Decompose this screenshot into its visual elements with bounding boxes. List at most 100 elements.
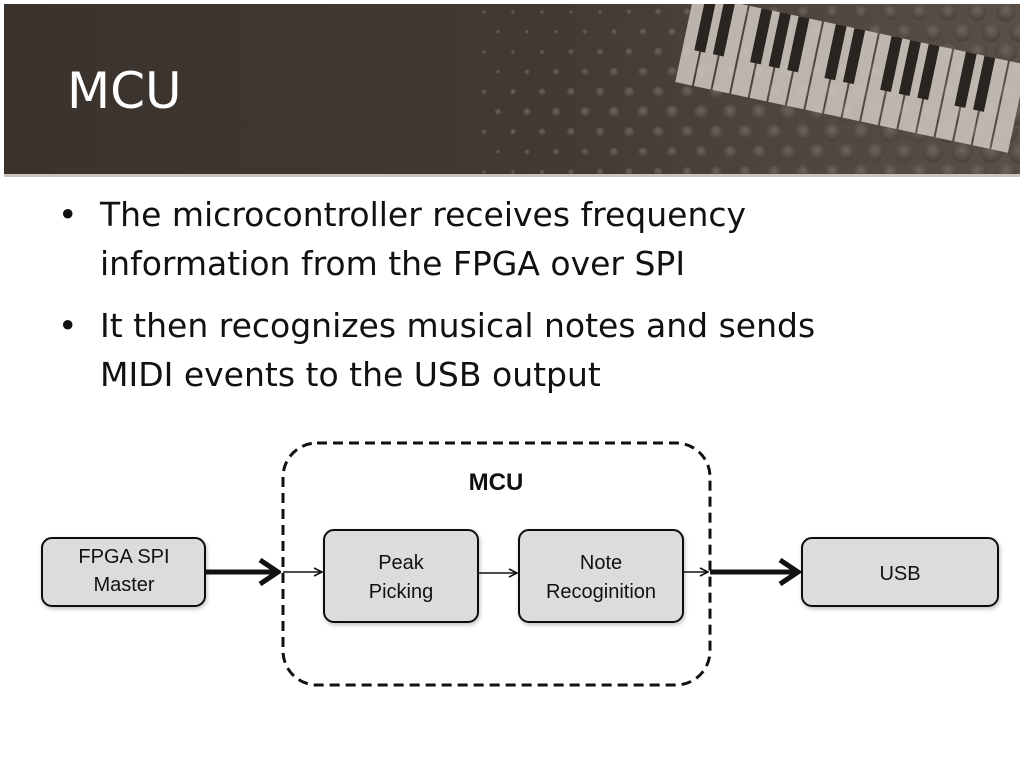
decorative-dot xyxy=(482,50,486,54)
node-label: Note xyxy=(580,552,622,574)
decorative-dot xyxy=(780,144,796,160)
decorative-dot xyxy=(653,47,663,57)
decorative-dot xyxy=(680,85,694,99)
decorative-dot xyxy=(609,67,619,77)
decorative-dot xyxy=(625,168,633,174)
decorative-dot xyxy=(495,69,501,75)
decorative-dot xyxy=(511,50,515,54)
node-label: USB xyxy=(879,563,920,585)
decorative-dot xyxy=(652,86,664,98)
decorative-dot xyxy=(595,127,605,137)
decorative-dot xyxy=(482,10,486,14)
header-divider xyxy=(4,174,1020,177)
decorative-dot xyxy=(539,49,545,55)
piano-white-key xyxy=(842,29,878,122)
decorative-dot xyxy=(554,30,558,34)
decorative-dot xyxy=(568,169,574,174)
decorative-dot xyxy=(1008,140,1020,164)
decorative-dot xyxy=(837,143,855,161)
decorative-dot xyxy=(738,165,752,174)
piano-black-key xyxy=(917,43,940,100)
decorative-dot xyxy=(482,170,486,174)
bullet-text-line: It then recognizes musical notes and sen… xyxy=(100,306,816,345)
decorative-dot xyxy=(625,48,633,56)
decorative-dot xyxy=(723,145,737,159)
bullet-text-line: information from the FPGA over SPI xyxy=(100,244,686,283)
decorative-dot xyxy=(510,89,516,95)
piano-black-key xyxy=(898,39,921,97)
bullet-marker: • xyxy=(58,306,78,345)
decorative-dot xyxy=(995,161,1017,174)
decorative-dot xyxy=(623,126,635,138)
decorative-dot xyxy=(652,126,664,138)
decorative-dot xyxy=(496,30,500,34)
decorative-dot xyxy=(653,167,663,174)
decorative-dot xyxy=(639,28,647,36)
decorative-dot xyxy=(766,124,782,140)
decorative-dot xyxy=(939,4,957,21)
decorative-dot xyxy=(779,103,797,121)
decorative-dot xyxy=(709,125,723,139)
decorative-dot xyxy=(481,129,487,135)
decorative-dot xyxy=(609,147,619,157)
decorative-dot xyxy=(680,125,694,139)
piano-white-key xyxy=(991,61,1020,153)
decorative-dot xyxy=(637,106,649,118)
decorative-dot xyxy=(823,123,841,141)
decorative-dot xyxy=(582,29,588,35)
decorative-dot xyxy=(865,142,885,162)
decorative-dot xyxy=(752,145,766,159)
decorative-dot xyxy=(597,9,603,15)
decorative-dot xyxy=(995,41,1017,63)
bullet-marker: • xyxy=(58,195,78,234)
decorative-dot xyxy=(795,164,811,174)
decorative-dot xyxy=(666,66,678,78)
decorative-dot xyxy=(794,123,812,141)
decorative-dot xyxy=(540,10,544,14)
decorative-dot xyxy=(895,23,913,41)
bullet-list: • The microcontroller receives frequency… xyxy=(58,190,998,412)
decorative-dot xyxy=(682,167,692,174)
decorative-dot xyxy=(854,5,868,19)
decorative-dot xyxy=(737,124,753,140)
decorative-dot xyxy=(809,144,825,160)
node-label: Picking xyxy=(369,581,433,603)
piano-black-key xyxy=(768,12,791,69)
decorative-dot xyxy=(581,68,589,76)
decorative-dot xyxy=(608,106,620,118)
decorative-dot xyxy=(750,103,768,121)
decorative-dot xyxy=(581,148,589,156)
decorative-dot xyxy=(552,148,560,156)
decorative-dot xyxy=(851,122,871,142)
decorative-dot xyxy=(951,141,973,163)
decorative-dot xyxy=(922,141,944,163)
decorative-dot xyxy=(952,22,972,42)
bullet-item: • The microcontroller receives frequency… xyxy=(58,190,998,288)
decorative-dot xyxy=(665,105,679,119)
node-label: Master xyxy=(93,574,154,596)
decorative-dot xyxy=(596,48,604,56)
decorative-dot xyxy=(569,10,573,14)
piano-black-key xyxy=(973,55,996,112)
decorative-dot xyxy=(610,28,618,36)
bullet-text-line: The microcontroller receives frequency xyxy=(100,195,747,234)
piano-black-key xyxy=(712,4,736,57)
piano-white-key xyxy=(916,45,953,137)
decorative-dot xyxy=(525,30,529,34)
decorative-dot xyxy=(909,162,929,174)
piano-black-key xyxy=(824,24,847,81)
mcu-group-label: MCU xyxy=(469,469,524,496)
decorative-dot xyxy=(626,9,632,15)
decorative-dot xyxy=(494,108,502,116)
decorative-dot xyxy=(996,4,1016,22)
decorative-dot xyxy=(938,162,958,174)
node-label: FPGA SPI xyxy=(78,546,169,568)
decorative-dot xyxy=(767,165,781,174)
piano-black-key xyxy=(694,4,717,53)
decorative-dot xyxy=(967,4,987,22)
title-banner: MCU xyxy=(4,4,1020,174)
decorative-dot xyxy=(722,104,738,120)
decorative-dot xyxy=(538,128,546,136)
piano-white-key xyxy=(712,4,748,94)
decorative-dot xyxy=(924,23,942,41)
